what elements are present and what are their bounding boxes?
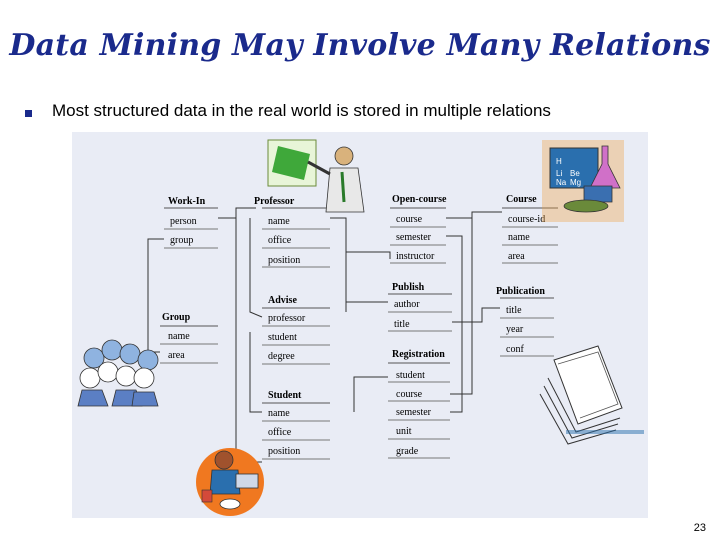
page-number: 23: [693, 522, 706, 534]
chalkboard-text: Mg: [570, 178, 581, 187]
chalkboard-text: H: [556, 157, 562, 166]
relation-field: author: [394, 299, 420, 310]
relation-work-in: Work-In person group: [164, 196, 218, 249]
relation-field: year: [506, 324, 524, 335]
relation-field: name: [168, 331, 190, 342]
relation-field: unit: [396, 426, 412, 437]
relation-field: instructor: [396, 251, 435, 262]
professor-clipart-icon: [267, 139, 365, 213]
relation-field: title: [506, 305, 522, 316]
connector-group-work-in: [147, 238, 164, 353]
relationship-connectors: [147, 207, 502, 463]
relation-course: Course course-id name area: [502, 194, 558, 264]
relation-field: course-id: [508, 214, 545, 225]
relation-title: Student: [268, 390, 302, 401]
connector-person-student: [235, 218, 262, 463]
relation-title: Publication: [496, 286, 545, 297]
relation-field: group: [170, 235, 193, 246]
relation-field: office: [268, 427, 292, 438]
connector-semester: [446, 235, 463, 413]
schema-diagram: Work-In person group Professor name offi…: [77, 139, 644, 516]
connector-registration-course: [450, 218, 473, 395]
relation-field: area: [508, 251, 525, 262]
relation-advise: Advise professor student degree: [262, 295, 330, 365]
relation-field: conf: [506, 344, 524, 355]
relation-field: semester: [396, 232, 432, 243]
chalkboard-text: Na: [556, 178, 567, 187]
relation-field: area: [168, 350, 185, 361]
books-clipart-icon: [539, 345, 644, 445]
connector-advise-student: [249, 332, 262, 413]
relation-field: semester: [396, 407, 432, 418]
relation-title: Registration: [392, 349, 445, 360]
relation-open-course: Open-course course semester instructor: [390, 194, 447, 264]
relation-field: professor: [268, 313, 306, 324]
relation-field: course: [396, 389, 423, 400]
relation-title: Open-course: [392, 194, 447, 205]
relation-publication: Publication title year conf: [496, 286, 554, 357]
relation-publish: Publish author title: [388, 282, 452, 332]
relation-title: Professor: [254, 196, 295, 207]
relation-field: name: [268, 216, 290, 227]
relation-title: Course: [506, 194, 537, 205]
relation-registration: Registration student course semester uni…: [388, 349, 450, 459]
relation-professor: Professor name office position: [254, 196, 330, 268]
relation-student: Student name office position: [262, 390, 330, 460]
relation-field: degree: [268, 351, 295, 362]
connector-student-registration: [353, 376, 388, 412]
relation-field: office: [268, 235, 292, 246]
relation-group: Group name area: [160, 312, 218, 364]
chalkboard-text: Be: [570, 169, 580, 178]
relation-title: Publish: [392, 282, 425, 293]
relation-title: Advise: [268, 295, 297, 306]
connector-course-id: [446, 211, 502, 219]
relation-field: position: [268, 446, 300, 457]
connector-person-professor: [218, 207, 256, 219]
relation-title: Group: [162, 312, 191, 323]
connector-professor-instructor: [346, 251, 391, 259]
relation-field: grade: [396, 446, 419, 457]
relation-field: title: [394, 319, 410, 330]
relation-field: name: [508, 232, 530, 243]
people-group-clipart-icon: [77, 339, 159, 407]
relation-title: Work-In: [168, 196, 206, 207]
bullet-text: Most structured data in the real world i…: [52, 101, 551, 120]
connector-professor-advise: [249, 218, 263, 318]
relation-field: course: [396, 214, 423, 225]
connector-professor-right: [330, 217, 347, 312]
relation-field: student: [396, 370, 425, 381]
slide-title: Data Mining May Involve Many Relations: [9, 28, 711, 63]
chemistry-clipart-icon: H Li Be Na Mg: [542, 140, 624, 222]
relation-field: student: [268, 332, 297, 343]
relation-field: name: [268, 408, 290, 419]
connector-publish-publication: [452, 307, 500, 323]
relation-field: position: [268, 255, 300, 266]
bullet-square-icon: [25, 110, 32, 117]
chalkboard-text: Li: [556, 169, 562, 178]
student-laptop-clipart-icon: [196, 448, 264, 516]
relation-field: person: [170, 216, 197, 227]
